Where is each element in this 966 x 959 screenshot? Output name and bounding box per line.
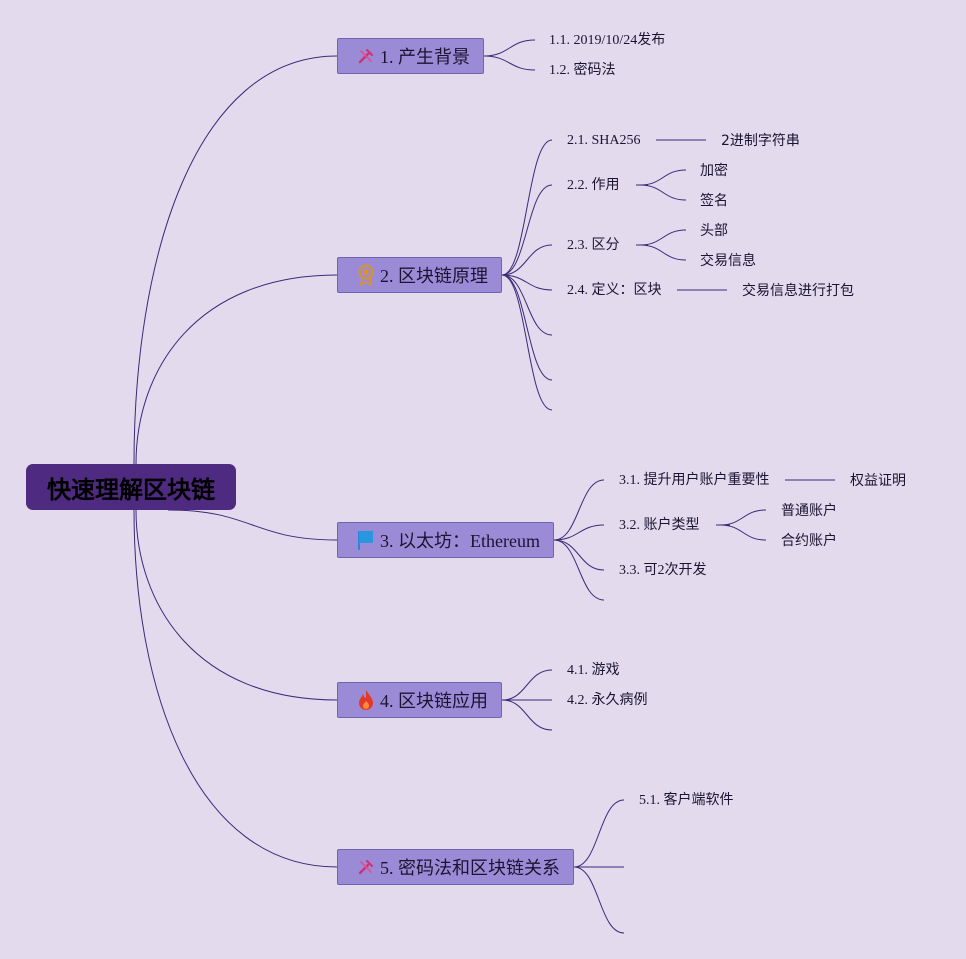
connector-1-1 (483, 39, 536, 57)
leaf-3-2-2[interactable]: 合约账户 (781, 533, 837, 549)
subtopic-2-1[interactable]: 2.1. SHA256 (567, 133, 641, 148)
tools-icon (356, 45, 376, 67)
flag-icon (356, 529, 376, 551)
connector-3-2 (553, 524, 605, 541)
leaf-2-3-2[interactable]: 交易信息 (700, 253, 756, 269)
connector-2-3-2 (639, 244, 687, 261)
connector-3-2-1 (719, 509, 767, 526)
topic-1-label: 1. 产生背景 (380, 47, 470, 67)
connector-2-2 (501, 184, 553, 276)
subtopic-2-4[interactable]: 2.4. 定义：区块 (567, 283, 662, 298)
topic-4-label: 4. 区块链应用 (380, 691, 488, 711)
connector-2-4 (501, 274, 553, 291)
connector-2-5 (501, 274, 553, 336)
connector-3-3 (553, 539, 605, 571)
connector-5-3 (573, 866, 625, 934)
tools-icon (356, 856, 376, 878)
leaf-2-2-2[interactable]: 签名 (700, 193, 728, 209)
fire-icon (356, 689, 376, 711)
connector-1-2 (483, 55, 536, 71)
connector-3-4 (553, 539, 605, 601)
award-badge-icon (356, 264, 376, 286)
connector-2-3 (501, 244, 553, 276)
connector-2-2-1 (639, 169, 687, 186)
subtopic-5-1[interactable]: 5.1. 客户端软件 (639, 793, 734, 808)
subtopic-3-2[interactable]: 3.2. 账户类型 (619, 518, 700, 533)
connector-2-6 (501, 274, 553, 381)
connector-4-1 (501, 669, 553, 701)
subtopic-2-3[interactable]: 2.3. 区分 (567, 238, 620, 253)
leaf-3-2-1[interactable]: 普通账户 (781, 503, 837, 519)
topic-3[interactable]: 3. 以太坊：Ethereum (337, 522, 554, 558)
subtopic-1-1[interactable]: 1.1. 2019/10/24发布 (549, 33, 666, 48)
connector-2-7 (501, 274, 553, 411)
leaf-2-3-1[interactable]: 头部 (700, 223, 728, 239)
subtopic-3-1[interactable]: 3.1. 提升用户账户重要性 (619, 473, 770, 488)
connector-root-topic-4 (135, 509, 338, 701)
connector-5-1 (573, 799, 625, 868)
connector-4-3 (501, 699, 553, 731)
connector-2-2-2 (639, 184, 687, 201)
subtopic-2-2[interactable]: 2.2. 作用 (567, 178, 620, 193)
connector-3-1 (553, 479, 605, 541)
topic-1[interactable]: 1. 产生背景 (337, 38, 484, 74)
connector-2-3-1 (639, 229, 687, 246)
connector-3-2-2 (719, 524, 767, 541)
subtopic-1-2[interactable]: 1.2. 密码法 (549, 63, 616, 78)
leaf-2-2-1[interactable]: 加密 (700, 163, 728, 179)
connector-root-topic-5 (133, 509, 338, 868)
connector-root-topic-1 (133, 55, 338, 465)
subtopic-3-3[interactable]: 3.3. 可2次开发 (619, 563, 707, 578)
topic-2-label: 2. 区块链原理 (380, 266, 488, 286)
subtopic-4-1[interactable]: 4.1. 游戏 (567, 663, 620, 678)
topic-4[interactable]: 4. 区块链应用 (337, 682, 502, 718)
leaf-2-4-1[interactable]: 交易信息进行打包 (742, 283, 854, 299)
connector-root-topic-2 (135, 274, 338, 465)
connector-root-topic-3 (167, 509, 338, 541)
leaf-3-1-1[interactable]: 权益证明 (850, 473, 906, 489)
central-topic[interactable]: 快速理解区块链 (26, 464, 236, 510)
topic-2[interactable]: 2. 区块链原理 (337, 257, 502, 293)
topic-3-label: 3. 以太坊：Ethereum (380, 531, 540, 551)
topic-5[interactable]: 5. 密码法和区块链关系 (337, 849, 574, 885)
connector-2-1 (501, 139, 553, 276)
topic-5-label: 5. 密码法和区块链关系 (380, 858, 560, 878)
leaf-2-1-1[interactable]: 2进制字符串 (721, 133, 800, 149)
subtopic-4-2[interactable]: 4.2. 永久病例 (567, 693, 648, 708)
